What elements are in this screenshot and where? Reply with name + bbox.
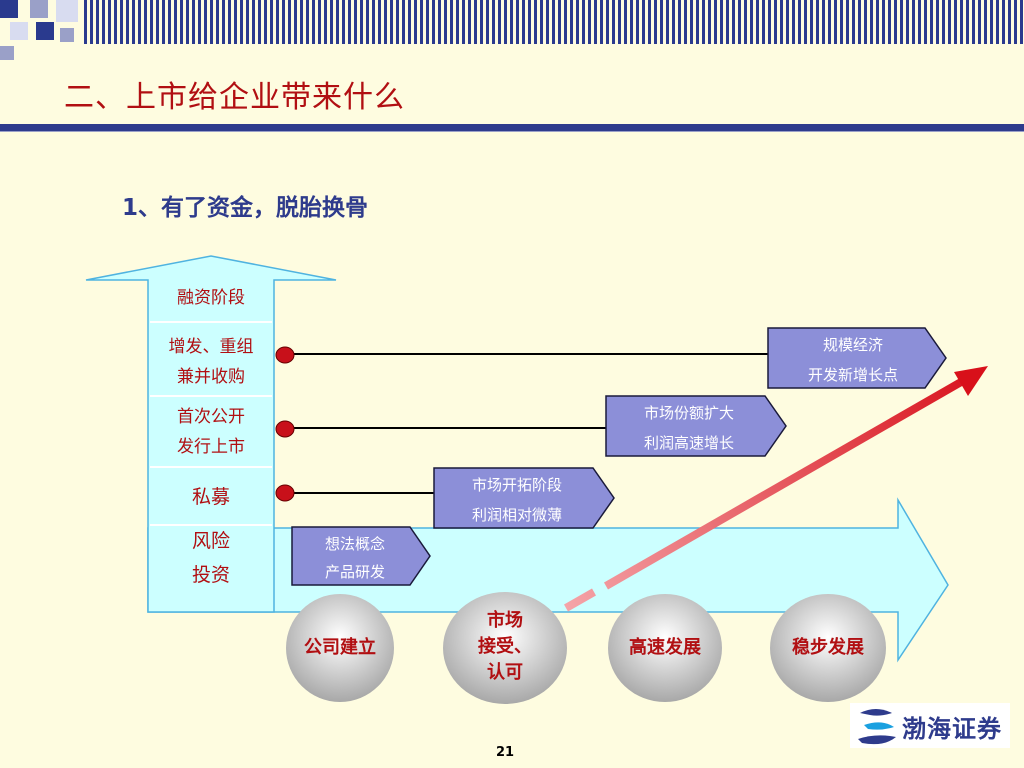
logo-mark-icon <box>858 709 896 745</box>
stage-label-financing: 融资阶段 <box>177 288 245 308</box>
stage-dot <box>275 484 295 502</box>
outcome-text-3: 市场开拓阶段 利润相对微薄 <box>471 476 562 524</box>
phase-label-1: 公司建立 <box>304 637 376 658</box>
outcome-box-1 <box>767 327 947 389</box>
corner-square <box>30 0 48 18</box>
logo-text: 渤海证券 <box>902 715 1002 743</box>
outcome-text-2: 市场份额扩大 利润高速增长 <box>643 404 734 452</box>
outcome-box-3 <box>433 467 615 529</box>
phase-label-3: 高速发展 <box>629 637 701 658</box>
company-logo: 渤海证券 <box>850 703 1010 748</box>
corner-square <box>60 28 74 42</box>
outcome-box-4 <box>291 526 431 586</box>
header-stripes <box>84 0 1024 44</box>
stage-dot <box>275 420 295 438</box>
corner-square <box>0 46 14 60</box>
stage-label-venture-capital: 风险 投资 <box>191 530 230 586</box>
phase-circle-2 <box>443 592 567 704</box>
vertical-arrow <box>85 255 337 613</box>
phase-circle-3 <box>608 594 722 702</box>
trend-arrow <box>604 374 970 590</box>
corner-square <box>10 22 28 40</box>
page-number: 21 <box>496 745 515 760</box>
corner-square <box>36 22 54 40</box>
trend-arrow-dash <box>564 588 596 612</box>
phase-label-2: 市场 接受、 认可 <box>478 610 532 683</box>
outcome-text-4: 想法概念 产品研发 <box>324 535 385 581</box>
outcome-box-2 <box>605 395 787 457</box>
title-underline <box>0 124 1024 132</box>
phase-circle-4 <box>770 594 886 702</box>
trend-arrowhead <box>954 366 988 396</box>
corner-square <box>0 0 18 18</box>
section-subtitle: 1、有了资金，脱胎换骨 <box>122 195 369 221</box>
page-title: 二、上市给企业带来什么 <box>64 80 405 115</box>
phase-label-4: 稳步发展 <box>792 637 864 658</box>
stage-label-private-placement: 私募 <box>191 486 230 508</box>
phase-circle-1 <box>286 594 394 702</box>
stage-label-secondary-offering: 增发、重组 兼并收购 <box>168 337 254 387</box>
stage-label-ipo: 首次公开 发行上市 <box>177 407 245 457</box>
outcome-text-1: 规模经济 开发新增长点 <box>807 336 898 384</box>
corner-square <box>56 0 78 22</box>
stage-dot <box>275 346 295 364</box>
